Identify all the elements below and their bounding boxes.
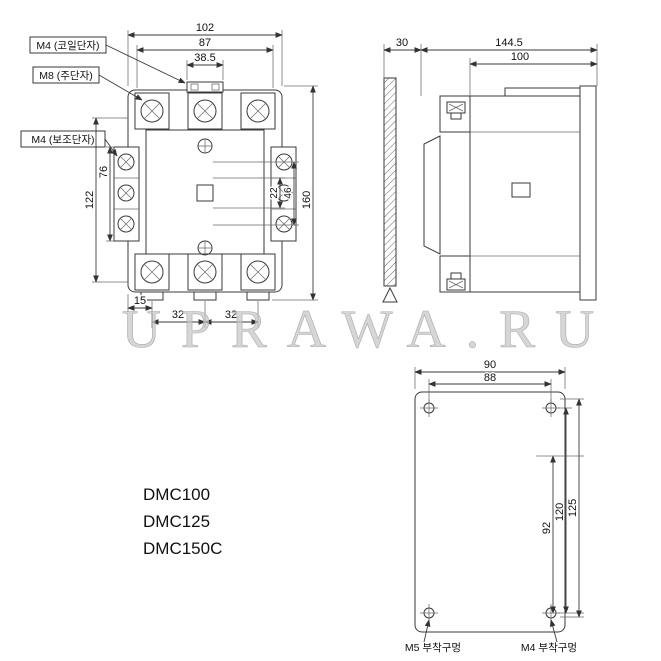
side-view: 30 144.5 100 bbox=[382, 36, 598, 303]
front-view: 102 87 38.5 M4 (코일단자) M8 (주단자) M4 (보조단자)… bbox=[20, 21, 318, 328]
dim-width-overall: 102 bbox=[196, 22, 214, 34]
watermark-text: UPRAWA.RU bbox=[122, 299, 614, 359]
m4-hole-label: M4 부착구멍 bbox=[521, 642, 577, 654]
dim-center-large: 46 bbox=[283, 187, 294, 199]
dim-width-coil: 38.5 bbox=[194, 52, 215, 64]
aux-terminal-label: M4 (보조단자) bbox=[31, 134, 94, 146]
dim-bottom-offset: 15 bbox=[134, 295, 146, 307]
dim-height-overall: 160 bbox=[301, 191, 313, 209]
dim-width-mount: 87 bbox=[199, 37, 211, 49]
model-dmc150c: DMC150C bbox=[143, 539, 222, 558]
model-list: DMC100 DMC125 DMC150C bbox=[143, 485, 222, 558]
mount-view: 90 88 92 120 125 M5 부착구멍 M4 부착구멍 bbox=[405, 358, 584, 654]
m5-hole-label: M5 부착구멍 bbox=[405, 642, 461, 654]
dim-mount-width-outer: 90 bbox=[484, 359, 496, 371]
dim-bottom-pitch-b: 32 bbox=[225, 309, 237, 321]
dim-bottom-pitch-a: 32 bbox=[172, 309, 184, 321]
dim-depth-body: 100 bbox=[511, 51, 529, 63]
dim-depth-overall: 144.5 bbox=[495, 37, 523, 49]
front-view-dimensions: 102 87 38.5 M4 (코일단자) M8 (주단자) M4 (보조단자)… bbox=[20, 21, 318, 328]
dim-mount-height-c: 125 bbox=[567, 499, 579, 517]
side-view-dimensions: 30 144.5 100 bbox=[383, 36, 598, 96]
dim-center-small: 22 bbox=[269, 187, 280, 199]
dim-mount-width-pitch: 88 bbox=[484, 372, 496, 384]
mount-view-geometry bbox=[414, 391, 566, 633]
main-terminal-label: M8 (주단자) bbox=[39, 70, 92, 82]
dim-mount-height-b: 120 bbox=[554, 503, 566, 521]
dim-wall-gap: 30 bbox=[396, 37, 408, 49]
datum-triangle bbox=[382, 286, 398, 303]
model-dmc100: DMC100 bbox=[143, 485, 210, 504]
dim-height-mount: 122 bbox=[84, 191, 96, 209]
side-view-geometry bbox=[382, 77, 597, 303]
dim-height-aux: 76 bbox=[98, 166, 110, 178]
model-dmc125: DMC125 bbox=[143, 512, 210, 531]
dim-mount-height-a: 92 bbox=[541, 522, 553, 534]
coil-terminal-label: M4 (코일단자) bbox=[36, 39, 99, 52]
mount-view-dimensions: 90 88 92 120 125 M5 부착구멍 M4 부착구멍 bbox=[405, 358, 584, 654]
